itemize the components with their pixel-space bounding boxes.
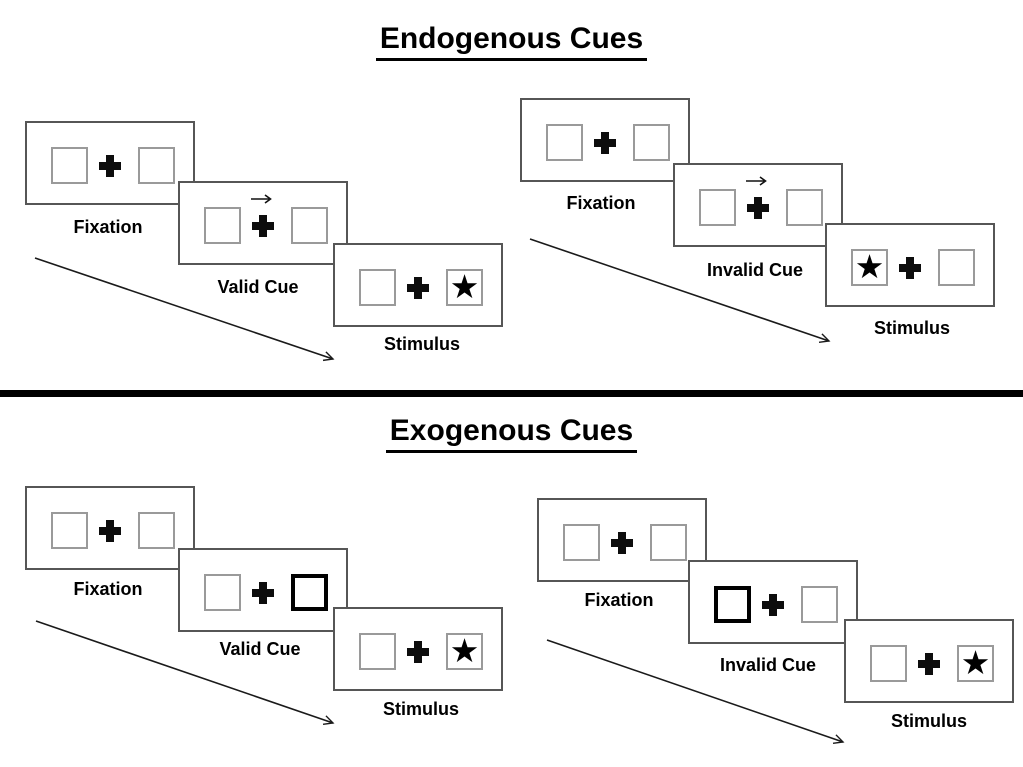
cue-panel — [178, 181, 348, 265]
bold-cue-box-right — [291, 574, 328, 611]
fixation-cross-icon — [611, 532, 633, 554]
stimulus-label: Stimulus — [383, 334, 461, 354]
fixation-cross-icon — [407, 641, 429, 663]
star-stimulus-icon: ★ — [449, 266, 480, 306]
time-arrow-endogenous-invalid — [529, 238, 829, 341]
star-stimulus-icon: ★ — [449, 630, 480, 670]
time-arrow-endogenous-valid — [34, 257, 333, 359]
fixation-cross-icon — [252, 215, 274, 237]
placeholder-box-left — [870, 645, 907, 682]
fixation-panel — [537, 498, 707, 582]
fixation-panel — [520, 98, 690, 182]
fixation-label: Fixation — [566, 193, 636, 213]
star-stimulus-icon: ★ — [854, 246, 885, 286]
placeholder-box-right — [650, 524, 687, 561]
fixation-panel — [25, 486, 195, 570]
fixation-cross-icon — [99, 155, 121, 177]
fixation-label: Fixation — [73, 579, 143, 599]
stimulus-box-right: ★ — [446, 633, 483, 670]
stimulus-label: Stimulus — [382, 699, 460, 719]
fixation-label: Fixation — [584, 590, 654, 610]
cue-panel — [673, 163, 843, 247]
placeholder-box-right — [801, 586, 838, 623]
section-divider — [0, 390, 1023, 397]
star-stimulus-icon: ★ — [960, 642, 991, 682]
fixation-label: Fixation — [73, 217, 143, 237]
stimulus-panel: ★ — [333, 607, 503, 691]
placeholder-box-right — [938, 249, 975, 286]
endogenous-section-title: Endogenous Cues — [0, 22, 1023, 61]
stimulus-label: Stimulus — [890, 711, 968, 731]
fixation-cross-icon — [918, 653, 940, 675]
stimulus-panel: ★ — [825, 223, 995, 307]
placeholder-box-left — [51, 512, 88, 549]
stimulus-box-right: ★ — [957, 645, 994, 682]
fixation-cross-icon — [407, 277, 429, 299]
placeholder-box-right — [786, 189, 823, 226]
cue-arrow-right-icon — [746, 176, 767, 186]
fixation-cross-icon — [899, 257, 921, 279]
stimulus-box-left: ★ — [851, 249, 888, 286]
placeholder-box-left — [563, 524, 600, 561]
fixation-cross-icon — [99, 520, 121, 542]
placeholder-box-left — [204, 574, 241, 611]
invalid-cue-label: Invalid Cue — [706, 260, 804, 280]
time-arrow-exogenous-valid — [35, 620, 333, 723]
placeholder-box-left — [546, 124, 583, 161]
fixation-cross-icon — [762, 594, 784, 616]
endogenous-title-text: Endogenous Cues — [375, 22, 648, 61]
bold-cue-box-left — [714, 586, 751, 623]
exogenous-section-title: Exogenous Cues — [0, 414, 1023, 453]
valid-cue-label: Valid Cue — [219, 639, 301, 659]
stimulus-panel: ★ — [844, 619, 1014, 703]
placeholder-box-left — [51, 147, 88, 184]
placeholder-box-left — [204, 207, 241, 244]
placeholder-box-right — [291, 207, 328, 244]
placeholder-box-right — [138, 512, 175, 549]
fixation-cross-icon — [252, 582, 274, 604]
placeholder-box-left — [359, 269, 396, 306]
cue-panel — [178, 548, 348, 632]
fixation-cross-icon — [747, 197, 769, 219]
valid-cue-label: Valid Cue — [217, 277, 299, 297]
stimulus-panel: ★ — [333, 243, 503, 327]
exogenous-title-text: Exogenous Cues — [385, 414, 638, 453]
placeholder-box-right — [138, 147, 175, 184]
fixation-cross-icon — [594, 132, 616, 154]
placeholder-box-left — [359, 633, 396, 670]
invalid-cue-label: Invalid Cue — [719, 655, 817, 675]
stimulus-box-right: ★ — [446, 269, 483, 306]
placeholder-box-left — [699, 189, 736, 226]
cue-arrow-right-icon — [251, 194, 272, 204]
fixation-panel — [25, 121, 195, 205]
placeholder-box-right — [633, 124, 670, 161]
stimulus-label: Stimulus — [873, 318, 951, 338]
cue-panel — [688, 560, 858, 644]
